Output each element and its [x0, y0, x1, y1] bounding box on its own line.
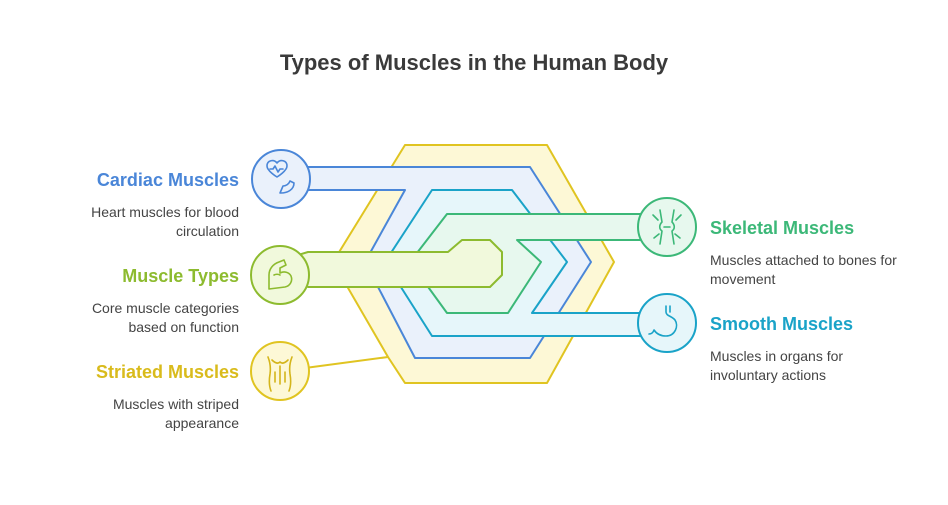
- heart-arm-icon: [266, 159, 295, 194]
- skeletal-icon-circle: [637, 197, 697, 257]
- page-title: Types of Muscles in the Human Body: [279, 50, 669, 75]
- types-desc: Core muscle categories based on function: [91, 300, 239, 335]
- cardiac-icon-circle: [251, 149, 311, 209]
- types-band: [274, 239, 503, 288]
- smooth-icon-circle: [637, 293, 697, 353]
- flexed-arm-icon: [268, 259, 293, 290]
- striated-label: Striated Muscles: [95, 362, 239, 382]
- knee-joint-icon: [652, 209, 682, 245]
- smooth-desc: Muscles in organs for involuntary action…: [710, 348, 844, 383]
- types-label: Muscle Types: [122, 266, 239, 286]
- striated-icon-circle: [250, 341, 310, 401]
- smooth-label: Smooth Muscles: [710, 314, 854, 334]
- stomach-icon: [648, 305, 678, 337]
- torso-icon: [267, 356, 293, 392]
- skeletal-label: Skeletal Muscles: [710, 218, 855, 238]
- cardiac-desc: Heart muscles for blood circulation: [91, 204, 239, 239]
- cardiac-label: Cardiac Muscles: [96, 170, 239, 190]
- skeletal-desc: Muscles attached to bones for movement: [710, 252, 897, 287]
- striated-desc: Muscles with striped appearance: [112, 396, 239, 431]
- types-icon-circle: [250, 245, 310, 305]
